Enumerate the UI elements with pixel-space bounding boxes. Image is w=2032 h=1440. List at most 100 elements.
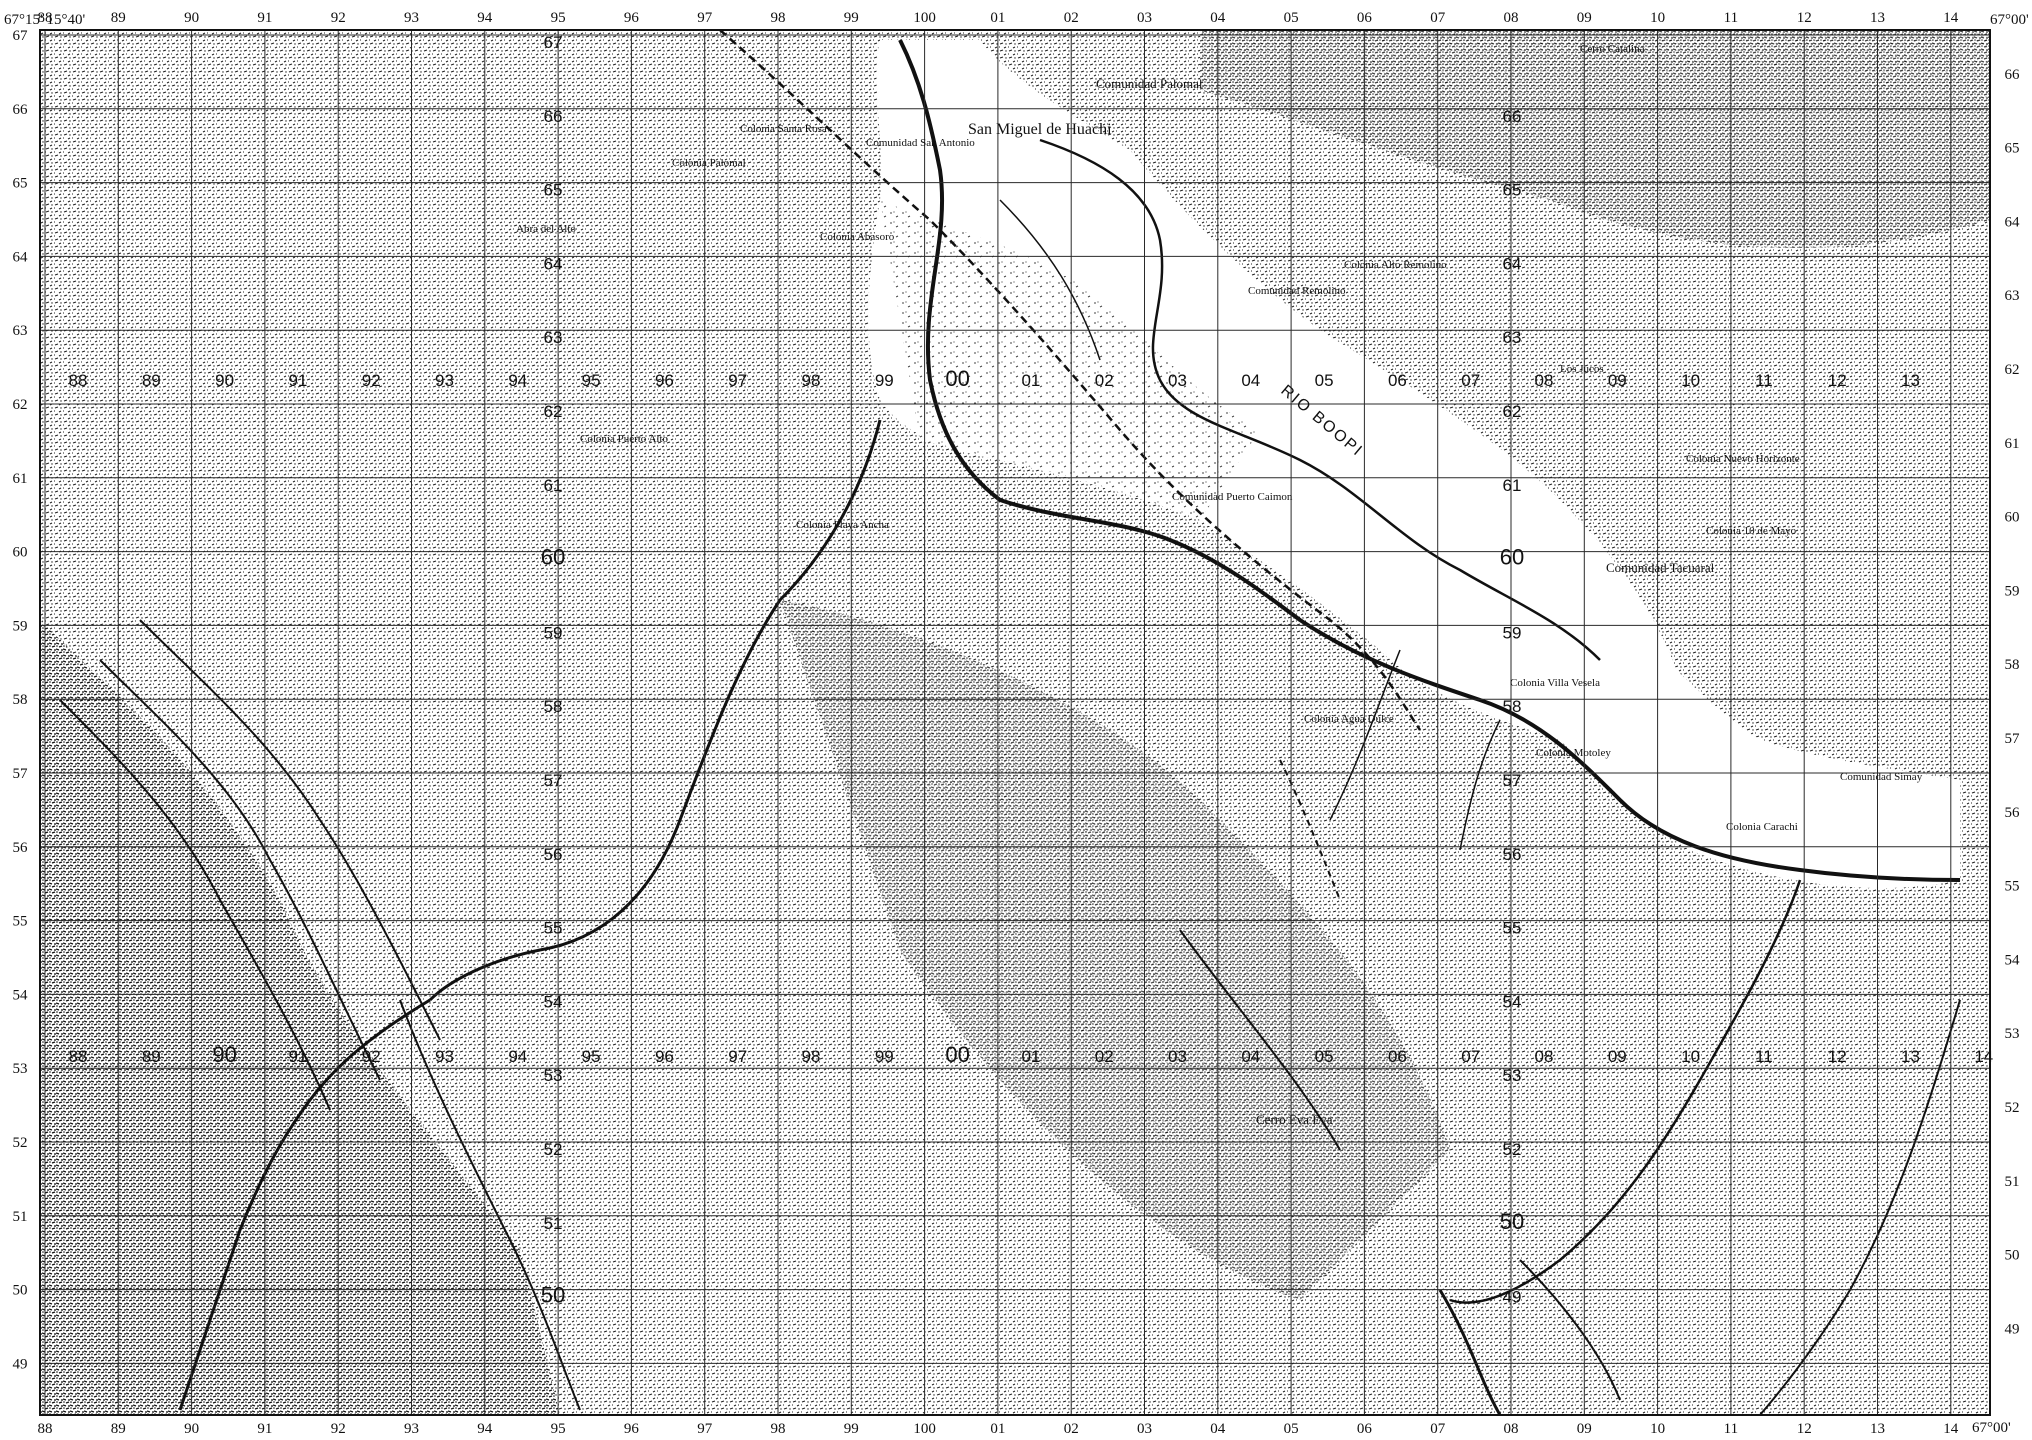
grid-label-bottom: 11 [1724, 1421, 1738, 1437]
place-playa-ancha: Colonia Playa Ancha [796, 519, 889, 531]
grid-label-row-62: 96 [655, 371, 674, 390]
grid-label-col-07: 53 [1503, 1066, 1522, 1085]
place-10-de-mayo: Colonia 10 de Mayo [1706, 525, 1797, 537]
grid-label-top: 89 [111, 10, 126, 26]
grid-label-bottom: 08 [1504, 1421, 1519, 1437]
grid-label-row-62: 13 [1901, 371, 1920, 390]
grid-label-top: 12 [1797, 10, 1812, 26]
grid-label-right: 60 [2005, 510, 2020, 526]
grid-label-top: 96 [624, 10, 640, 26]
grid-label-col-95: 55 [544, 919, 563, 938]
grid-label-col-95: 50 [541, 1283, 565, 1308]
place-puerto-caimon: Comunidad Puerto Caimon [1172, 491, 1293, 503]
grid-label-col-95: 62 [544, 402, 563, 421]
grid-label-row-62: 11 [1755, 371, 1773, 390]
grid-label-top: 08 [1504, 10, 1519, 26]
grid-label-row-62: 08 [1535, 371, 1554, 390]
grid-label-col-07: 52 [1503, 1140, 1522, 1159]
grid-label-col-07: 56 [1503, 845, 1522, 864]
grid-label-row-53: 08 [1535, 1047, 1554, 1066]
grid-label-col-07: 60 [1500, 545, 1524, 570]
grid-label-row-53: 14 [1974, 1047, 1993, 1066]
grid-label-bottom: 91 [257, 1421, 272, 1437]
grid-label-row-53: 13 [1901, 1047, 1920, 1066]
river-east-tributary [1759, 999, 1961, 1416]
grid-label-left: 55 [13, 914, 28, 930]
grid-label-right: 57 [2005, 731, 2021, 747]
grid-label-row-53: 11 [1755, 1047, 1773, 1066]
grid-label-right: 66 [2005, 67, 2021, 83]
grid-label-bottom: 94 [477, 1421, 493, 1437]
place-alto-remolino: Colonia Alto Remolino [1344, 259, 1447, 271]
grid-label-right: 63 [2005, 288, 2020, 304]
grid-label-col-07: 63 [1503, 328, 1522, 347]
creek-1 [999, 199, 1101, 361]
grid-label-top: 02 [1064, 10, 1079, 26]
grid-label-top: 14 [1943, 10, 1959, 26]
grid-label-bottom: 01 [990, 1421, 1005, 1437]
grid-label-col-95: 67 [544, 33, 563, 52]
grid-label-row-53: 94 [508, 1047, 527, 1066]
grid-label-col-95: 54 [544, 992, 563, 1011]
place-los-jucos: Los Jucos [1560, 363, 1604, 375]
grid-label-row-53: 97 [728, 1047, 747, 1066]
grid-label-left: 62 [13, 397, 28, 413]
place-colonia-abasoro: Colonia Abasoro [820, 231, 895, 243]
coordinate-grid [40, 30, 1990, 1415]
grid-label-top: 90 [184, 10, 199, 26]
grid-label-col-07: 55 [1503, 919, 1522, 938]
grid-label-left: 54 [13, 987, 29, 1003]
grid-label-row-62: 10 [1681, 371, 1700, 390]
grid-label-right: 54 [2005, 952, 2021, 968]
grid-label-bottom: 14 [1943, 1421, 1959, 1437]
grid-label-row-62: 09 [1608, 371, 1627, 390]
grid-label-bottom: 05 [1284, 1421, 1299, 1437]
grid-label-left: 56 [13, 840, 29, 856]
grid-label-row-62: 06 [1388, 371, 1407, 390]
place-colonia-carachi: Colonia Carachi [1726, 821, 1798, 833]
place-abra-del-alto: Abra del Alto [516, 223, 576, 235]
grid-label-row-53: 05 [1315, 1047, 1334, 1066]
grid-label-col-07: 59 [1503, 623, 1522, 642]
place-agua-dulce: Colonia Agua Dulce [1304, 713, 1394, 725]
grid-label-right: 50 [2005, 1248, 2020, 1264]
grid-label-top: 93 [404, 10, 419, 26]
grid-label-row-53: 03 [1168, 1047, 1187, 1066]
grid-label-col-07: 65 [1503, 181, 1522, 200]
grid-label-row-62: 88 [69, 371, 88, 390]
grid-label-row-62: 01 [1021, 371, 1040, 390]
grid-label-bottom: 03 [1137, 1421, 1152, 1437]
corner-label-bottom-right: 67°00' [1972, 1420, 2011, 1436]
floodplain-se [1560, 580, 1960, 889]
grid-label-top: 92 [331, 10, 346, 26]
grid-label-left: 61 [13, 471, 28, 487]
grid-label-left: 64 [13, 249, 29, 265]
grid-label-left: 51 [13, 1209, 28, 1225]
grid-label-bottom: 96 [624, 1421, 640, 1437]
grid-label-top: 05 [1284, 10, 1299, 26]
grid-label-left: 57 [13, 766, 29, 782]
grid-label-row-62: 90 [215, 371, 234, 390]
corner-label-top-left: 67°15' 15°40' [4, 12, 85, 28]
grid-label-bottom: 06 [1357, 1421, 1373, 1437]
grid-label-row-53: 95 [582, 1047, 601, 1066]
grid-label-top: 10 [1650, 10, 1665, 26]
grid-label-left: 60 [13, 545, 28, 561]
grid-label-left: 65 [13, 176, 28, 192]
place-san-miguel: San Miguel de Huachi [968, 121, 1112, 138]
grid-label-bottom: 12 [1797, 1421, 1812, 1437]
grid-label-col-07: 58 [1503, 697, 1522, 716]
grid-label-col-95: 57 [544, 771, 563, 790]
place-comunidad-palomal: Comunidad Palomal [1096, 76, 1203, 91]
grid-label-bottom: 97 [697, 1421, 713, 1437]
grid-label-right: 49 [2005, 1321, 2020, 1337]
grid-label-right: 51 [2005, 1174, 2020, 1190]
river-west-channel [428, 419, 882, 1002]
grid-label-col-95: 53 [544, 1066, 563, 1085]
